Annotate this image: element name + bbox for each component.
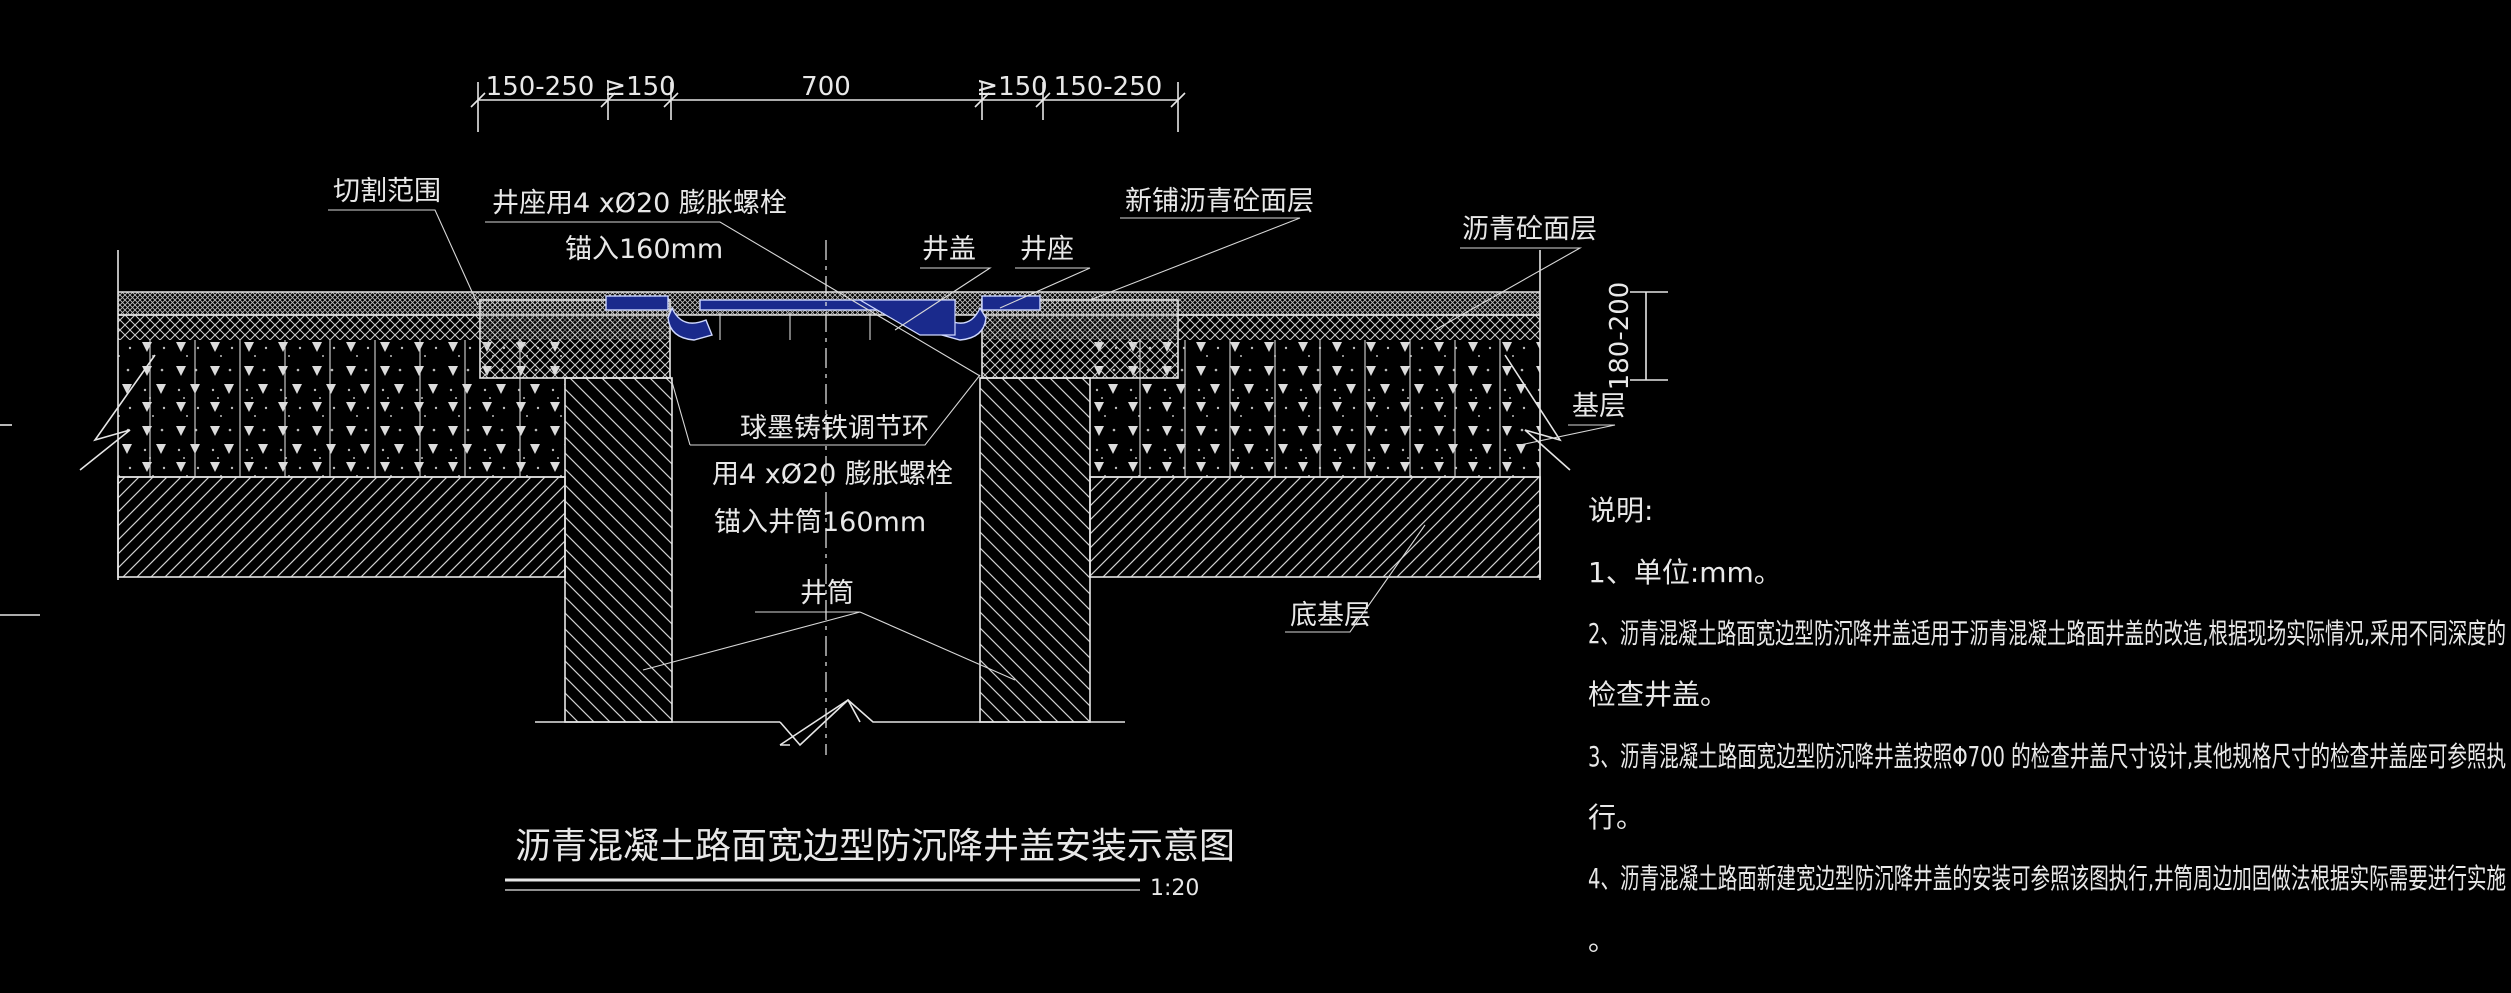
label-ring-bolts-1: 用4 xØ20 膨胀螺栓 [712,459,953,490]
drawing-title-block: 沥青混凝土路面宽边型防沉降井盖安装示意图 1:20 [505,826,1235,901]
dim-label-4: ≥150 [976,72,1047,102]
note-3-line-2: 行。 [1588,801,1644,834]
drawing-title: 沥青混凝土路面宽边型防沉降井盖安装示意图 [515,826,1235,867]
break-marks [0,250,1571,616]
drawing-scale: 1:20 [1150,876,1199,901]
note-2-line-1: 2、沥青混凝土路面宽边型防沉降井盖适用于沥青混凝土路面井盖的改造,根据现场实际情… [1588,617,2506,650]
shaft-walls [535,377,1125,747]
note-3-line-1: 3、沥青混凝土路面宽边型防沉降井盖按照Φ700 的检查井盖尺寸设计,其他规格尺寸… [1588,740,2506,773]
notes: 说明: 1、单位:mm。 2、沥青混凝土路面宽边型防沉降井盖适用于沥青混凝土路面… [1588,494,2506,957]
label-base: 基层 [1572,391,1626,422]
note-2-line-2: 检查井盖。 [1588,678,1728,711]
manhole-cover-assembly [605,295,1041,341]
label-cut-range: 切割范围 [333,176,441,207]
labels: 切割范围 井座用4 xØ20 膨胀螺栓 锚入160mm 井盖 井座 新铺沥青砼面… [333,176,1626,631]
label-asphalt-layer: 沥青砼面层 [1462,214,1597,245]
label-seat: 井座 [1020,234,1074,265]
dimension-chain: 150-250 ≥150 700 ≥150 150-250 [470,72,1186,132]
label-cover: 井盖 [922,234,976,265]
binder-layer [118,314,1540,340]
notes-heading: 说明: [1588,494,1653,527]
note-4-line-2: 。 [1588,924,1616,957]
side-dimension: 180-200 [1605,282,1668,391]
note-4-line-1: 4、沥青混凝土路面新建宽边型防沉降井盖的安装可参照该图执行,井筒周边加固做法根据… [1588,862,2506,895]
label-ring: 球墨铸铁调节环 [740,413,929,444]
dim-label-1: 150-250 [486,72,595,102]
dim-label-3: 700 [801,72,851,102]
side-dimension-label: 180-200 [1605,282,1635,391]
label-seat-bolts-1: 井座用4 xØ20 膨胀螺栓 [492,188,787,219]
new-asphalt-blocks [479,299,1179,379]
label-shaft: 井筒 [800,578,854,609]
note-1: 1、单位:mm。 [1588,556,1782,589]
label-subbase: 底基层 [1290,600,1371,631]
dim-label-5: 150-250 [1054,72,1163,102]
label-new-asphalt: 新铺沥青砼面层 [1125,186,1314,217]
label-ring-bolts-2: 锚入井筒160mm [714,507,926,538]
leader-lines [328,209,1616,681]
base-layer [118,340,1540,478]
label-seat-bolts-2: 锚入160mm [565,234,723,265]
dim-label-2: ≥150 [604,72,675,102]
